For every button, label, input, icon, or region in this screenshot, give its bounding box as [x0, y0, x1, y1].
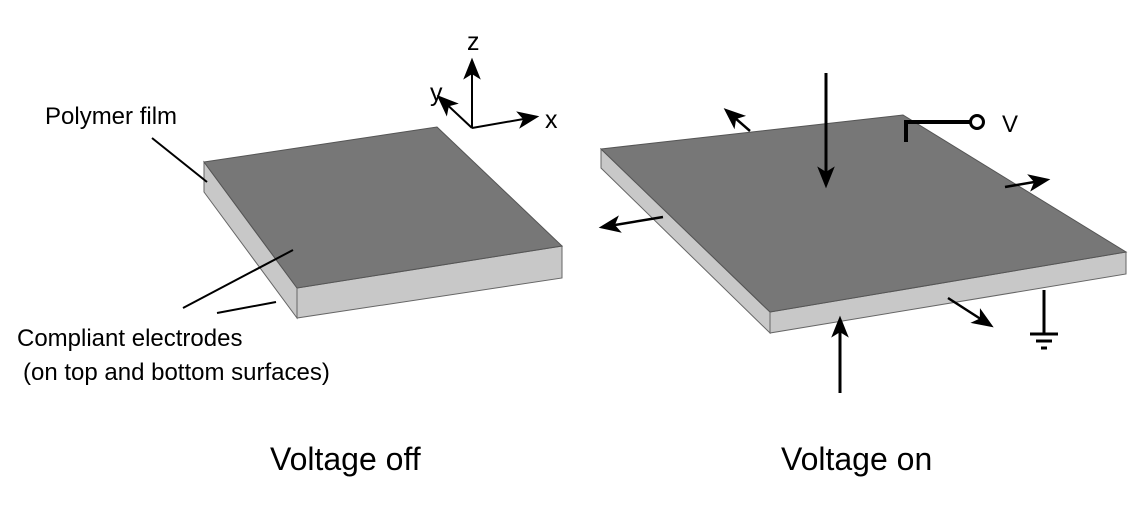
terminal-wire — [904, 120, 970, 142]
electrodes-label-line2: (on top and bottom surfaces) — [23, 359, 330, 386]
film-slab-relaxed — [203, 126, 564, 320]
y-axis-label: y — [430, 79, 443, 107]
voltage-off-caption: Voltage off — [270, 441, 421, 477]
expansion-arrow-right — [1004, 174, 1051, 192]
voltage-label: V — [1002, 111, 1018, 138]
voltage-on-caption: Voltage on — [781, 441, 932, 477]
polymer-film-label: Polymer film — [45, 103, 177, 130]
x-axis-arrow — [471, 111, 540, 129]
electrodes-label-line1: Compliant electrodes — [17, 325, 242, 352]
right-panel-voltage-on: V Voltage on — [598, 73, 1128, 477]
expansion-arrow-back — [723, 108, 751, 132]
expansion-arrow-front — [947, 296, 994, 328]
x-axis-label: x — [545, 106, 558, 134]
ground-icon — [1030, 290, 1058, 350]
terminal-node — [969, 114, 985, 130]
slab-top-electrode — [599, 114, 1128, 313]
electrode-leader-line-top — [182, 249, 294, 309]
z-axis-label: z — [467, 28, 480, 56]
slab-top-electrode — [203, 126, 564, 289]
voltage-terminal: V — [904, 111, 1018, 142]
film-leader-line — [151, 137, 208, 183]
left-panel-voltage-off: Polymer film Compliant electrodes (on to… — [17, 103, 564, 477]
expansion-arrow-left — [598, 215, 664, 233]
electrode-leader-line-bottom — [216, 301, 277, 314]
film-slab-actuated — [599, 114, 1128, 335]
coordinate-axes: z y x — [430, 28, 558, 134]
y-axis-arrow — [436, 94, 473, 129]
